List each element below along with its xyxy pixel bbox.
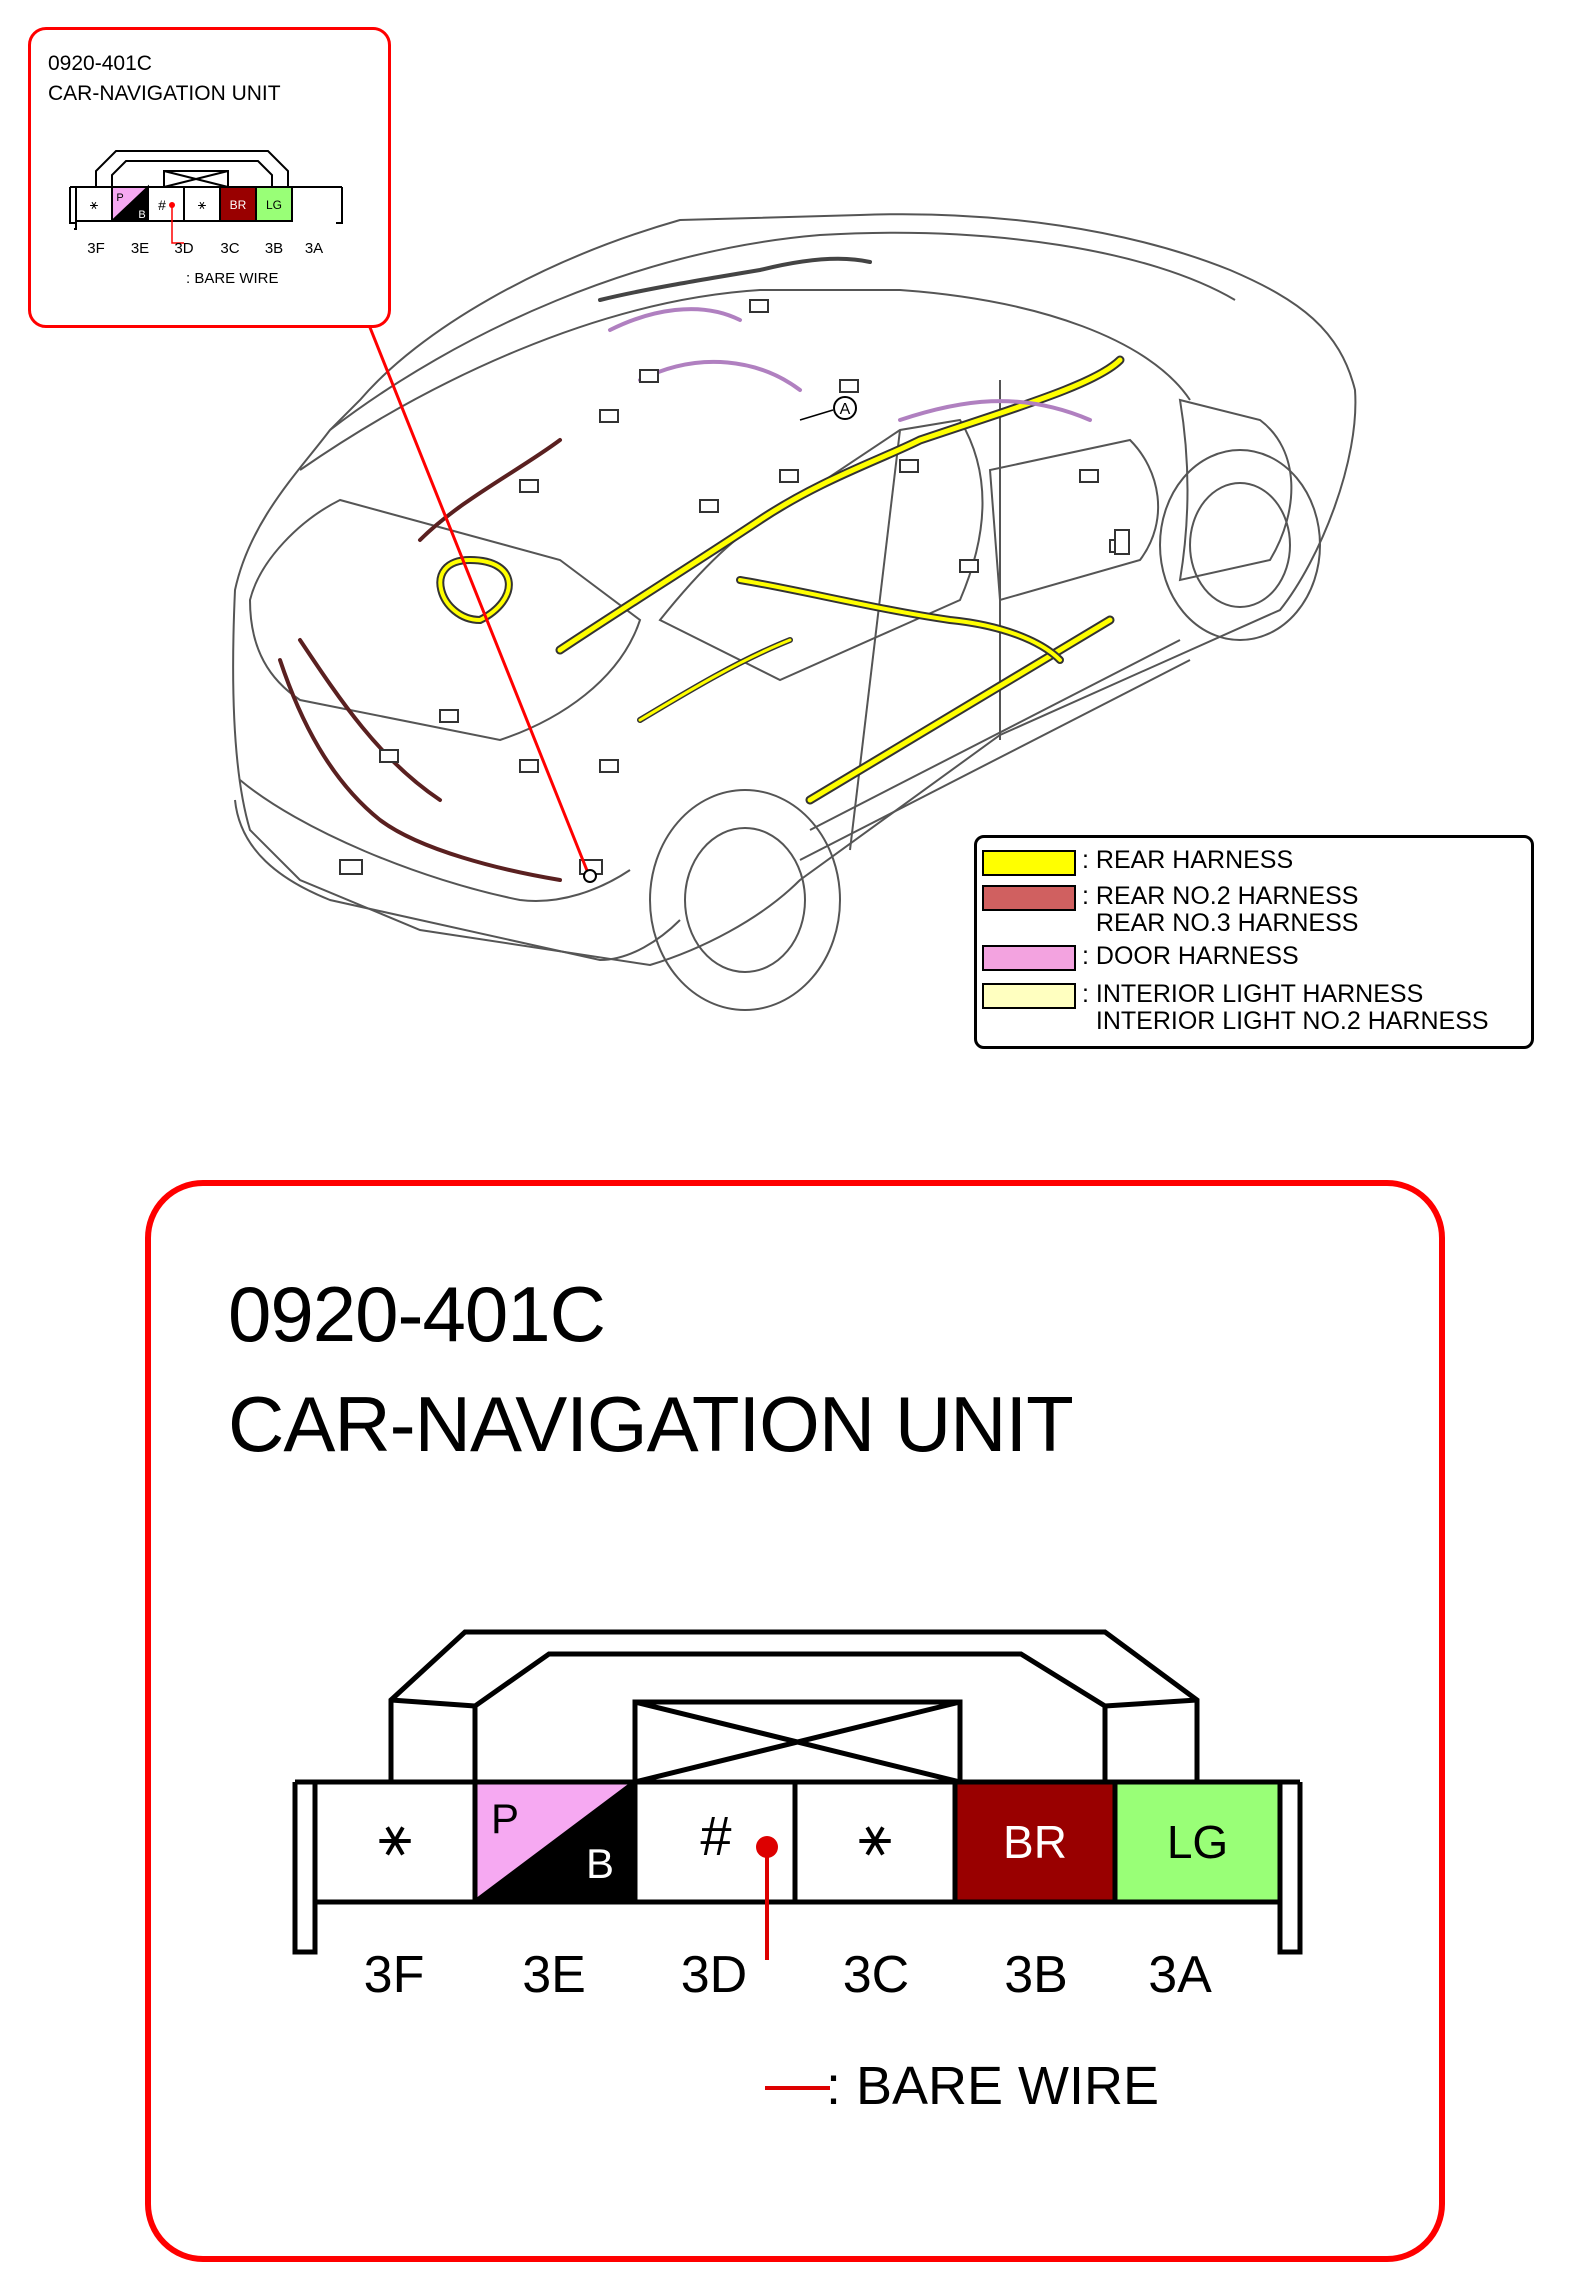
- cell-3a-text: LG: [1166, 1816, 1229, 1868]
- connector-code: 0920-401C: [228, 1270, 606, 1358]
- pin-label-3f: 3F: [363, 1946, 425, 2004]
- cell-3f: [312, 1779, 478, 1905]
- svg-text:LG: LG: [266, 198, 282, 212]
- cell-3f-text: ⚹: [378, 1804, 412, 1867]
- svg-text:P: P: [116, 192, 123, 204]
- small-pin-3c: 3C: [220, 240, 240, 257]
- legend-label-door: : DOOR HARNESS: [1082, 942, 1299, 970]
- cell-3b-text: BR: [1003, 1816, 1067, 1868]
- svg-text:BR: BR: [230, 198, 247, 212]
- small-pin-3e: 3E: [130, 240, 150, 257]
- small-callout-title: CAR-NAVIGATION UNIT: [48, 82, 281, 105]
- connector-location-marker: [583, 869, 597, 883]
- bare-wire-leader-horizontal: [765, 2086, 830, 2090]
- small-bare-wire-label: : BARE WIRE: [186, 270, 279, 287]
- connector-title: CAR-NAVIGATION UNIT: [228, 1380, 1074, 1468]
- vehicle-harness-illustration: A: [232, 213, 1357, 1011]
- connector-face-diagram: [292, 1629, 1303, 1960]
- svg-text:#: #: [158, 197, 166, 213]
- car-body-outline: [232, 213, 1357, 967]
- cell-3c-text: ⚹: [858, 1804, 892, 1867]
- svg-text:⚹: ⚹: [198, 196, 207, 212]
- small-pin-3a: 3A: [304, 240, 324, 257]
- pin-label-3e: 3E: [522, 1946, 586, 2004]
- cell-3e-text-top: P: [490, 1795, 519, 1842]
- legend-swatch-rear-no2: [982, 885, 1076, 911]
- legend-swatch-interior-light: [982, 983, 1076, 1009]
- cell-3b: [952, 1779, 1118, 1905]
- cell-3d-text: #: [700, 1804, 732, 1867]
- pin-label-3c: 3C: [842, 1946, 910, 2004]
- callout-pointer-line: [365, 319, 592, 879]
- cell-3c: [792, 1779, 958, 1905]
- small-pin-3b: 3B: [264, 240, 284, 257]
- legend-label-rear: : REAR HARNESS: [1082, 846, 1294, 874]
- marker-a-circle: [833, 396, 857, 420]
- small-connector-diagram: ⚹ P B # ⚹ BR LG: [69, 150, 343, 244]
- small-callout-code: 0920-401C: [48, 52, 152, 75]
- legend-label-interior-light: : INTERIOR LIGHT HARNESS INTERIOR LIGHT …: [1082, 980, 1489, 1035]
- svg-text:B: B: [138, 209, 145, 221]
- svg-text:⚹: ⚹: [90, 196, 99, 212]
- marker-a-text: A: [840, 401, 851, 418]
- pin-label-3d: 3D: [680, 1946, 748, 2004]
- small-pin-3f: 3F: [87, 240, 105, 257]
- legend-label-rear-no2: : REAR NO.2 HARNESS REAR NO.3 HARNESS: [1082, 882, 1359, 937]
- cell-3a: [1112, 1779, 1283, 1905]
- legend-swatch-door: [982, 945, 1076, 971]
- legend-swatch-rear: [982, 850, 1076, 876]
- pin-label-3b: 3B: [1004, 1946, 1068, 2004]
- pin-label-3a: 3A: [1148, 1946, 1212, 2004]
- small-pin-3d: 3D: [174, 240, 194, 257]
- cell-3e-text-bottom: B: [585, 1840, 614, 1887]
- bare-wire-label: : BARE WIRE: [826, 2056, 1160, 2116]
